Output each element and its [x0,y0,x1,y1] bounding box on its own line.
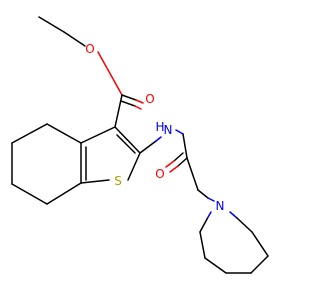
bond-o-c-ester [97,51,123,96]
bond-amide-co-d [165,160,175,168]
bond-ch2-n [197,189,209,199]
bond-ring-d [250,255,269,274]
bond-c3-c2-inner [116,134,136,154]
bond-ring-e [251,231,269,257]
bond-amide-co-c [173,152,184,162]
bond-c7-c7a [46,182,82,205]
bond-n-c-right-colored [229,211,238,219]
bond-ring-b [204,257,227,274]
atom-n-azepane: N [216,199,225,213]
bond-c3-c3a [80,126,116,144]
bond-c-o-double-c [120,100,136,107]
bond-c6-c7 [11,183,48,205]
atom-o-ester: O [85,42,94,56]
bond-c-ester-c3 [114,94,123,128]
bond-c2-nh-colored [155,136,162,142]
bond-amide-co-b [169,165,179,173]
bond-nh-c-amide [182,133,188,159]
atom-o-carbonyl-ester: O [145,92,154,106]
atom-s: S [114,174,122,188]
bond-n-c-left-colored [206,211,212,220]
bond-ch2-o [63,31,86,47]
bond-amide-co-a [177,157,188,167]
atom-nh-h: H [155,120,164,134]
bond-c4-c5 [11,123,48,144]
bond-c2-nh [139,140,157,154]
bond-c-o-double-b [135,99,144,104]
bond-n-c-right [236,217,253,233]
bond-ring-a [199,231,206,259]
bond-c2-s [127,152,141,181]
bond-c3a-c4 [46,123,82,144]
bond-c3-c2 [114,126,141,154]
bond-s-c7a [80,179,110,184]
bond-ch2-n-colored [207,197,215,202]
bond-n-c-left [199,218,208,233]
bond-nh-c-amide-colored [175,129,184,135]
bond-c-amide-ch2 [186,157,199,191]
background [0,0,300,300]
bond-c-o-double-a [121,94,137,101]
bond-ch3-ch2 [38,16,65,33]
atom-o-amide: O [155,167,164,181]
atom-nh-n: N [164,123,173,137]
molecule-structure: O O H N O S N [0,0,300,300]
bond-c-o-double-d [134,105,142,110]
